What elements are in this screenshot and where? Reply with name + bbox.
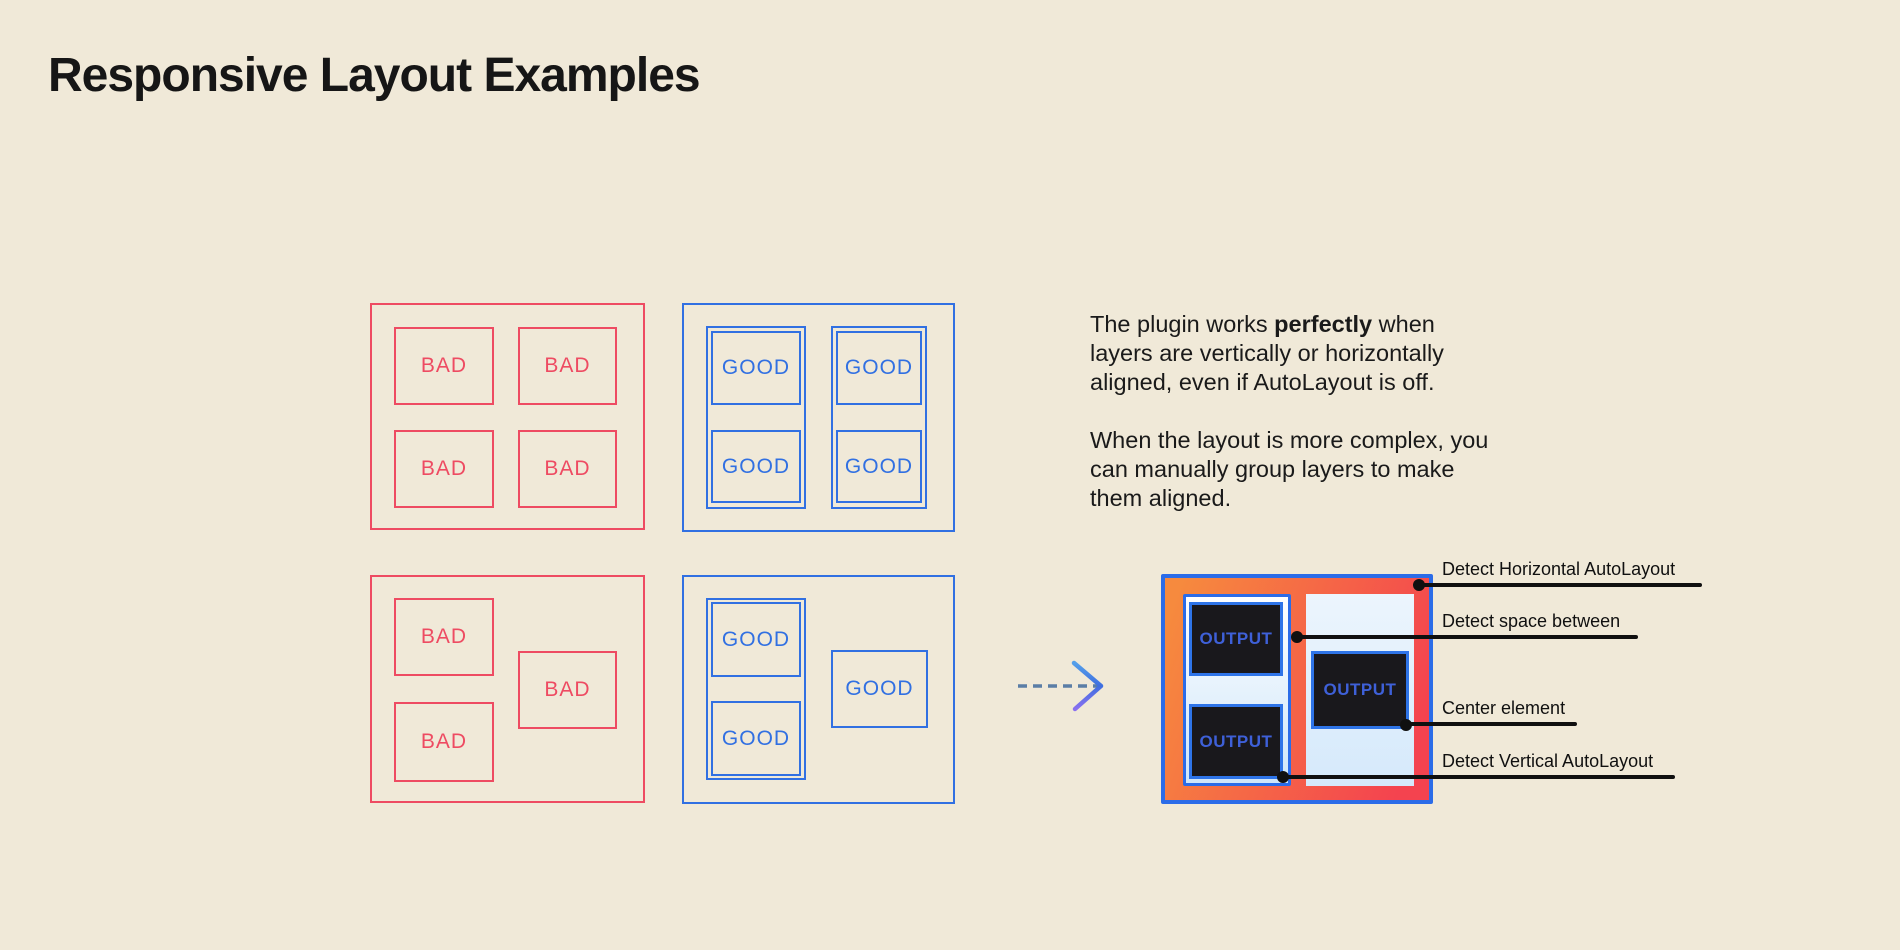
good-box: GOOD	[711, 701, 801, 776]
good-box-label: GOOD	[721, 627, 791, 651]
good-box: GOOD	[831, 650, 928, 728]
annotation-line	[1406, 722, 1577, 726]
bad-box-label: BAD	[420, 457, 468, 480]
good-box-label: GOOD	[721, 726, 791, 750]
transform-arrow-icon	[1018, 660, 1104, 712]
bad-grid-example: BAD BAD BAD BAD	[370, 303, 645, 530]
annotation-label: Detect Horizontal AutoLayout	[1442, 559, 1676, 579]
annotation-line	[1297, 635, 1638, 639]
good-box: GOOD	[836, 331, 922, 405]
page-title: Responsive Layout Examples	[48, 49, 701, 102]
good-box-label: GOOD	[721, 356, 791, 379]
output-box-label: OUTPUT	[1323, 680, 1397, 699]
good-column-group: GOOD GOOD	[706, 326, 806, 509]
bad-box: BAD	[518, 430, 617, 508]
good-column-group: GOOD GOOD	[706, 598, 806, 780]
output-box-label: OUTPUT	[1199, 731, 1273, 751]
output-box: OUTPUT	[1311, 651, 1409, 729]
good-column-group: GOOD GOOD	[831, 326, 927, 509]
good-box-label: GOOD	[721, 454, 791, 478]
annotation-label: Center element	[1442, 698, 1566, 718]
good-box: GOOD	[711, 602, 801, 677]
annotation-label: Detect Vertical AutoLayout	[1442, 751, 1654, 771]
good-freeform-example: GOOD GOOD GOOD	[682, 575, 955, 804]
bad-box-label: BAD	[544, 457, 591, 480]
good-box: GOOD	[711, 331, 801, 405]
good-box-label: GOOD	[845, 677, 914, 700]
annotation-label: Detect space between	[1442, 611, 1621, 631]
bad-box-label: BAD	[544, 678, 591, 701]
bad-box: BAD	[518, 651, 617, 729]
bad-freeform-example: BAD BAD BAD	[370, 575, 645, 803]
output-box: OUTPUT	[1189, 704, 1283, 779]
paragraph-2: When the layout is more complex, you can…	[1090, 427, 1489, 511]
paragraph-1: The plugin works perfectly when layers a…	[1090, 311, 1444, 395]
good-box: GOOD	[836, 430, 922, 503]
bad-box: BAD	[394, 598, 494, 676]
bad-box: BAD	[394, 430, 494, 508]
bad-box-label: BAD	[420, 354, 468, 377]
output-box: OUTPUT	[1189, 602, 1283, 676]
bad-box: BAD	[518, 327, 617, 405]
good-box-label: GOOD	[844, 454, 914, 478]
annotation-line	[1283, 775, 1675, 779]
output-box-label: OUTPUT	[1199, 629, 1273, 648]
good-box-label: GOOD	[844, 356, 914, 379]
result-preview: OUTPUT OUTPUT OUTPUT	[1161, 574, 1433, 804]
bad-box: BAD	[394, 327, 494, 405]
annotation-line	[1419, 583, 1702, 587]
description-text: The plugin works perfectly when layers a…	[1090, 310, 1488, 513]
bad-box-label: BAD	[544, 354, 591, 377]
good-grid-example: GOOD GOOD GOOD GOOD	[682, 303, 955, 532]
bad-box-label: BAD	[420, 730, 468, 753]
vertical-autolayout-group: OUTPUT OUTPUT	[1183, 594, 1291, 786]
good-box: GOOD	[711, 430, 801, 503]
bad-box: BAD	[394, 702, 494, 782]
bad-box-label: BAD	[420, 625, 468, 648]
